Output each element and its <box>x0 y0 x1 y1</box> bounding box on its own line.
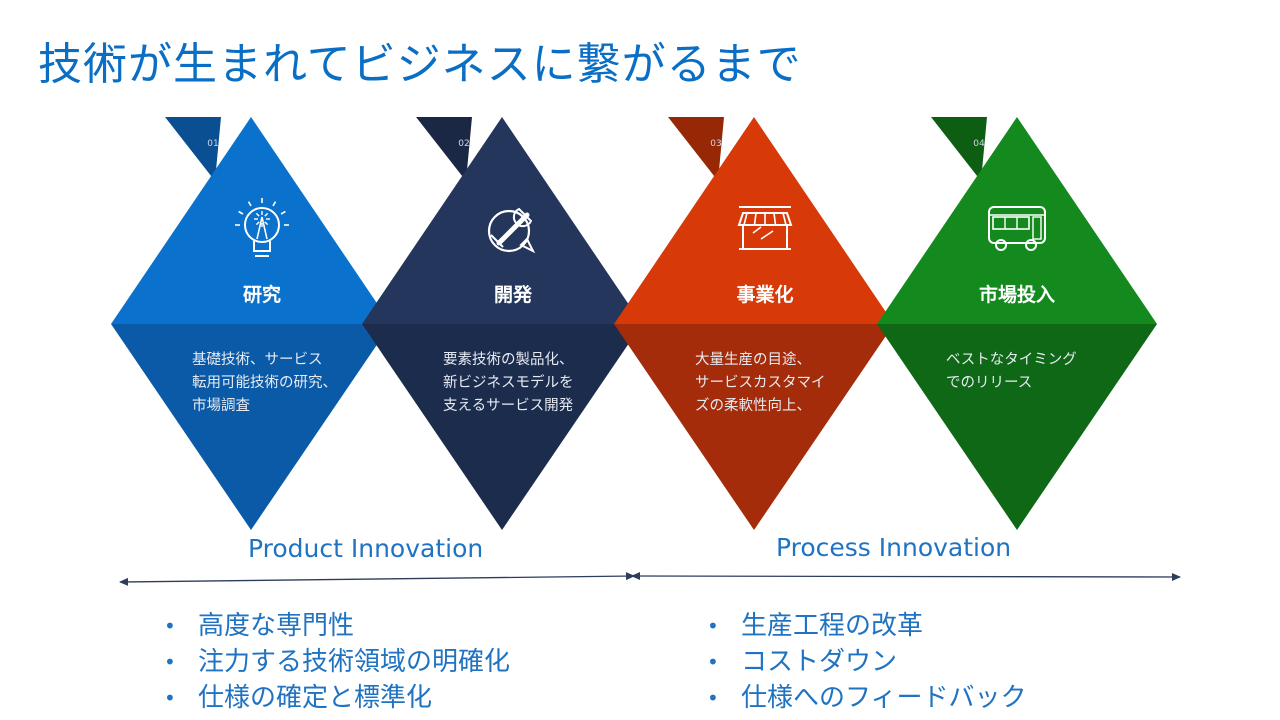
lightbulb-icon <box>235 198 289 257</box>
stage-label: 開発 <box>494 283 533 306</box>
stage-upper-triangle <box>111 117 391 324</box>
stage-description-line: 転用可能技術の研究、 <box>192 374 337 391</box>
stage-tab <box>165 117 221 181</box>
list-item: •注力する技術領域の明確化 <box>162 644 510 680</box>
stage-description-line: ベストなタイミング <box>946 351 1077 368</box>
stage-tab <box>931 117 987 181</box>
bus-icon <box>988 206 1046 251</box>
stage-description-line: でのリリース <box>946 375 1032 391</box>
stage-label: 事業化 <box>736 283 793 306</box>
process-innovation-arrow <box>631 572 1181 581</box>
stage-number: 03 <box>710 139 721 149</box>
stage-tab <box>668 117 724 181</box>
list-item: •コストダウン <box>705 644 1026 680</box>
stage-description-line: 基礎技術、サービス <box>192 351 323 368</box>
bullet-icon: • <box>164 650 176 674</box>
product-innovation-arrow <box>119 572 635 586</box>
stage-description-line: ズの柔軟性向上、 <box>695 397 811 414</box>
storefront-icon <box>737 206 793 250</box>
product-innovation-label: Product Innovation <box>248 534 484 563</box>
stage-label: 研究 <box>243 283 281 306</box>
stage-description-line: 要素技術の製品化、 <box>443 351 574 368</box>
stage-lower-triangle <box>111 324 391 530</box>
bullet-icon: • <box>707 650 719 674</box>
product-innovation-bullets: •高度な専門性 •注力する技術領域の明確化 •仕様の確定と標準化 <box>162 608 510 716</box>
wrench-icon <box>487 207 536 254</box>
stage-number: 04 <box>973 139 985 149</box>
stage-description-line: 新ビジネスモデルを <box>443 373 574 391</box>
stage-tab <box>416 117 472 181</box>
bullet-icon: • <box>707 614 719 638</box>
stage-description-line: 大量生産の目途、 <box>695 351 811 368</box>
stage-description-line: 支えるサービス開発 <box>443 397 574 414</box>
stage-lower-triangle <box>362 324 642 530</box>
stage-lower-triangle <box>614 324 894 530</box>
bullet-icon: • <box>164 686 176 710</box>
process-innovation-bullets: •生産工程の改革 •コストダウン •仕様へのフィードバック <box>705 608 1026 716</box>
stage-description-line: 市場調査 <box>192 397 250 414</box>
list-item: •仕様へのフィードバック <box>705 680 1026 716</box>
stage-upper-triangle <box>362 117 642 324</box>
list-item: •高度な専門性 <box>162 608 510 644</box>
page-title: 技術が生まれてビジネスに繋がるまで <box>38 39 802 90</box>
stage-number: 02 <box>458 139 469 149</box>
bullet-icon: • <box>707 686 719 710</box>
stage-description-line: サービスカスタマイ <box>695 374 826 391</box>
stage-lower-triangle <box>877 324 1157 530</box>
stage-label: 市場投入 <box>979 283 1055 306</box>
stage-number: 01 <box>207 139 218 149</box>
stage-upper-triangle <box>614 117 894 324</box>
list-item: •仕様の確定と標準化 <box>162 680 510 716</box>
process-innovation-label: Process Innovation <box>776 533 1012 562</box>
list-item: •生産工程の改革 <box>705 608 1026 644</box>
bullet-icon: • <box>164 614 176 638</box>
